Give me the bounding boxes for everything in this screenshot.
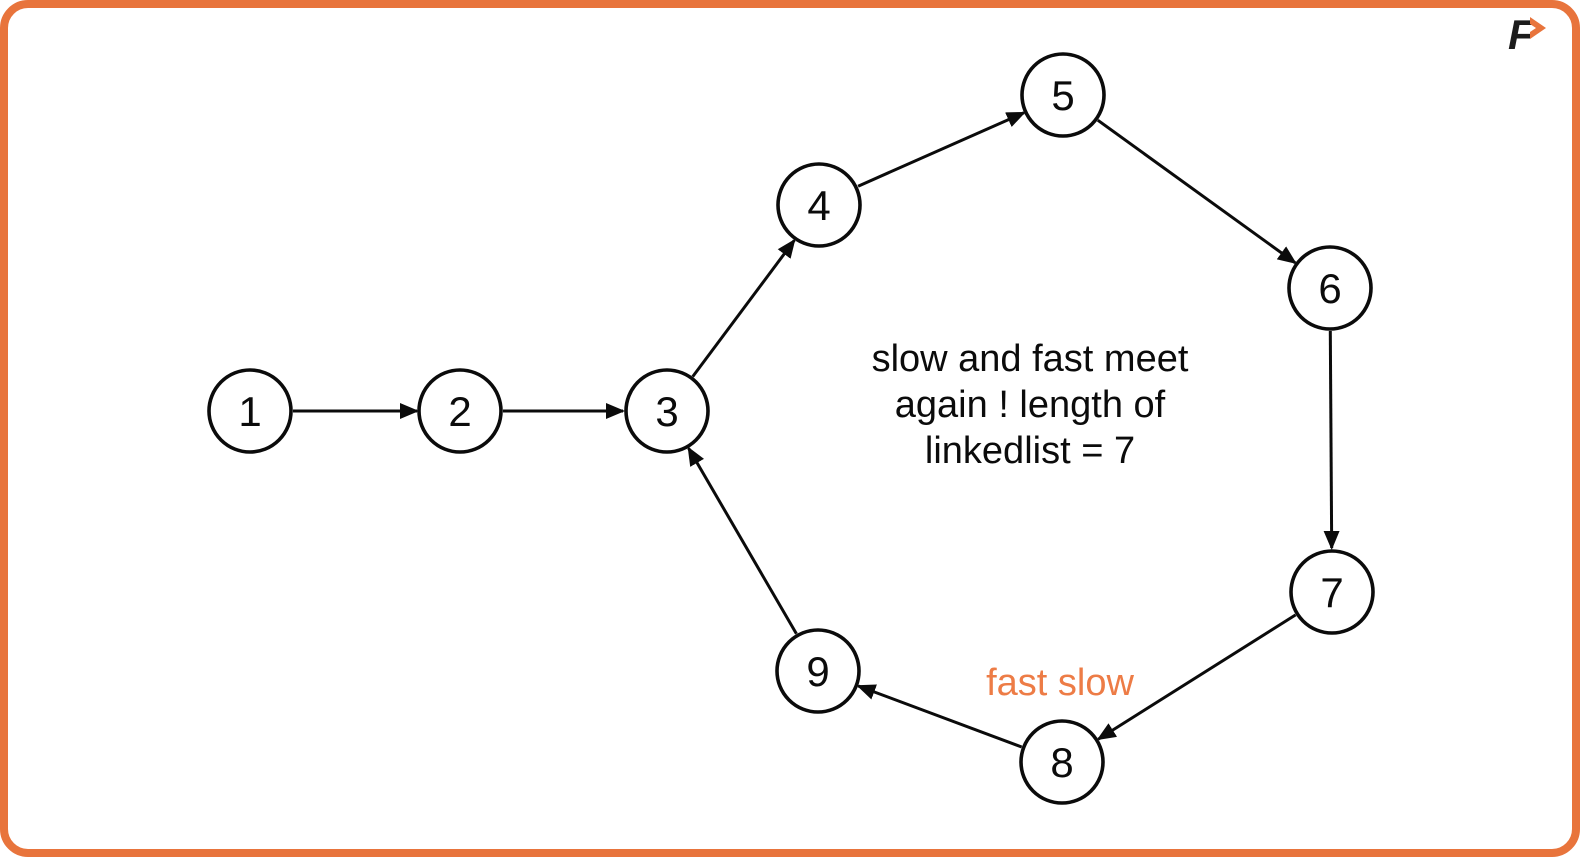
node-4-label: 4 <box>807 182 830 229</box>
node-3: 3 <box>624 368 710 454</box>
node-7: 7 <box>1289 549 1375 635</box>
edge-4-5 <box>857 111 1026 188</box>
annotation-text: slow and fast meet again ! length of lin… <box>871 338 1189 472</box>
node-9-label: 9 <box>806 648 829 695</box>
node-6-circle <box>1287 245 1373 331</box>
edge-9-3 <box>687 446 798 635</box>
edge-5-6 <box>1096 118 1297 265</box>
node-7-label: 7 <box>1320 569 1343 616</box>
node-1: 1 <box>207 368 293 454</box>
node-3-circle <box>624 368 710 454</box>
logo-letter: F <box>1508 11 1534 58</box>
edge-8-9 <box>856 684 1023 749</box>
node-8-circle <box>1019 719 1105 805</box>
node-6: 6 <box>1287 245 1373 331</box>
node-8-label: 8 <box>1050 739 1073 786</box>
node-4: 4 <box>776 162 862 248</box>
logo: F <box>1508 11 1549 58</box>
node-3-label: 3 <box>655 388 678 435</box>
fast-slow-label: fast slow <box>986 662 1134 704</box>
node-9-circle <box>775 628 861 714</box>
node-9: 9 <box>775 628 861 714</box>
node-2-circle <box>417 368 503 454</box>
node-4-circle <box>776 162 862 248</box>
node-8: 8 <box>1019 719 1105 805</box>
node-6-label: 6 <box>1318 265 1341 312</box>
edge-3-4 <box>691 238 796 378</box>
node-5: 5 <box>1020 52 1106 138</box>
node-1-label: 1 <box>238 388 261 435</box>
edge-6-7 <box>1323 330 1340 550</box>
edge-7-8 <box>1096 613 1297 741</box>
node-2-label: 2 <box>448 388 471 435</box>
forward-chevron-icon <box>1527 15 1549 46</box>
node-5-label: 5 <box>1051 72 1074 119</box>
node-2: 2 <box>417 368 503 454</box>
node-7-circle <box>1289 549 1375 635</box>
node-1-circle <box>207 368 293 454</box>
node-5-circle <box>1020 52 1106 138</box>
